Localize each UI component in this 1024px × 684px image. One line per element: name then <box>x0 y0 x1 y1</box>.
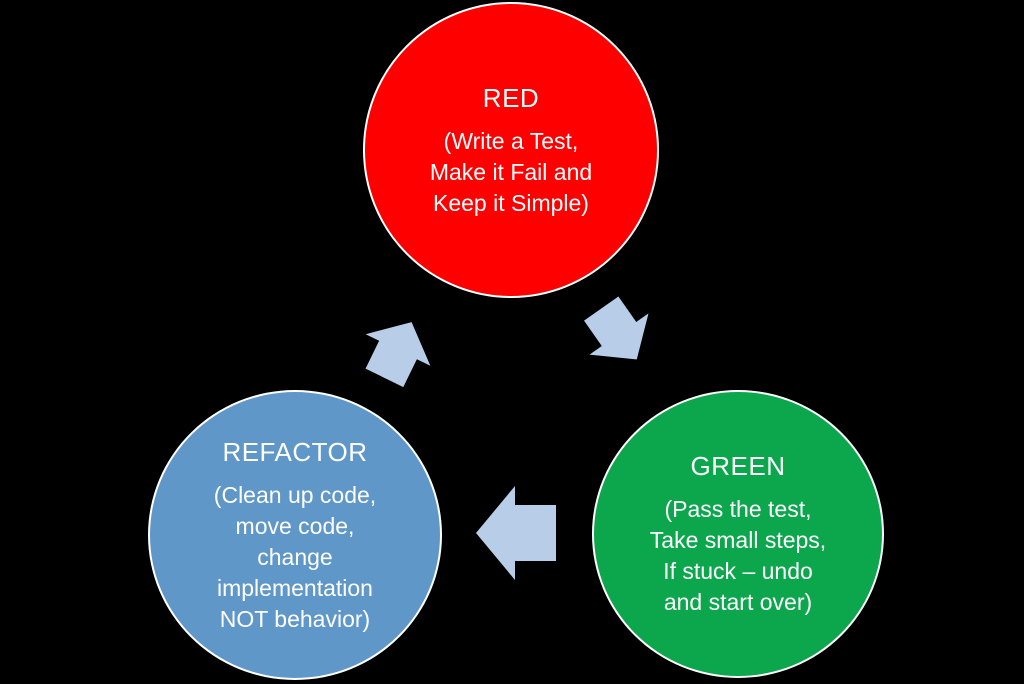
node-refactor-circle: REFACTOR (Clean up code, move code, chan… <box>148 390 442 680</box>
node-refactor-body: (Clean up code, move code, change implem… <box>214 480 376 635</box>
node-red-line: Make it Fail and <box>429 158 593 185</box>
node-red-line: (Write a Test, <box>443 127 579 154</box>
node-red-body: (Write a Test, Make it Fail and Keep it … <box>430 126 592 219</box>
node-green-circle: GREEN (Pass the test, Take small steps, … <box>592 390 884 678</box>
node-refactor-line: change <box>257 543 333 570</box>
node-green-line: (Pass the test, <box>664 496 812 522</box>
node-green-body: (Pass the test, Take small steps, If stu… <box>650 494 826 618</box>
node-green-line: and start over) <box>663 589 813 615</box>
node-green-title: GREEN <box>690 451 786 481</box>
node-refactor-line: move code, <box>235 512 355 539</box>
node-red-title: RED <box>482 82 540 113</box>
node-refactor-line: (Clean up code, <box>213 481 377 508</box>
node-refactor-line: NOT behavior) <box>219 605 371 632</box>
node-refactor-title: REFACTOR <box>222 436 368 467</box>
node-red-circle: RED (Write a Test, Make it Fail and Keep… <box>363 2 659 298</box>
node-green-line: Take small steps, <box>649 527 827 553</box>
node-refactor-line: implementation <box>217 574 373 601</box>
node-red-line: Keep it Simple) <box>433 189 589 216</box>
arrow-green-to-refactor-icon <box>476 486 556 580</box>
arrow-refactor-to-red-icon <box>365 322 431 388</box>
arrow-red-to-green-icon <box>584 296 649 360</box>
node-green-line: If stuck – undo <box>663 558 813 584</box>
